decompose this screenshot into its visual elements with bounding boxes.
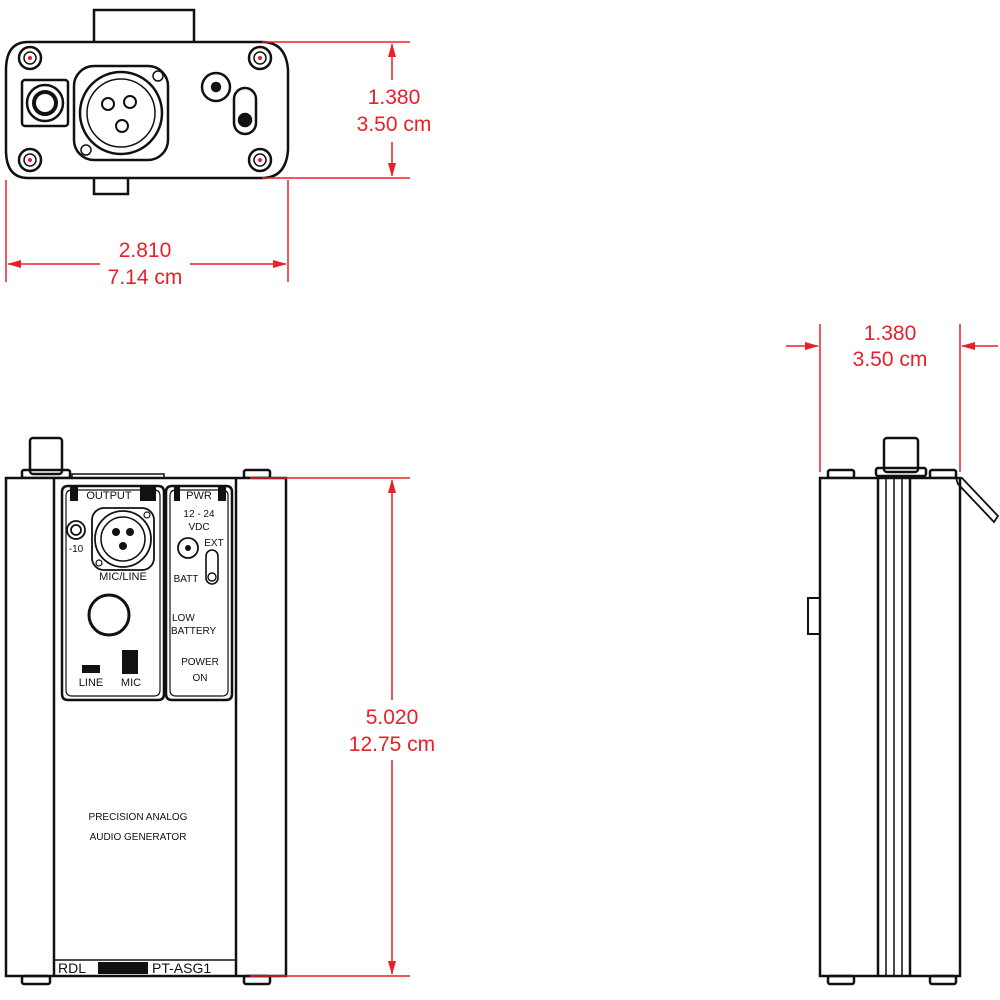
xlr-connector-icon	[72, 64, 170, 162]
screw-icon	[17, 147, 43, 173]
top-height-cm: 3.50 cm	[357, 113, 432, 136]
side-view	[807, 436, 1000, 986]
side-body	[818, 476, 962, 978]
power-label: POWER	[181, 657, 219, 668]
pwr-label: PWR	[186, 490, 212, 502]
low-label: LOW	[172, 613, 195, 624]
screw-icon	[17, 45, 43, 71]
front-body	[4, 476, 288, 978]
batt-label: BATT	[174, 574, 199, 585]
line-switch-icon	[82, 665, 100, 673]
voltage-label-2: VDC	[188, 522, 209, 533]
xlr-output-icon	[91, 507, 155, 571]
on-label: ON	[193, 673, 208, 684]
slide-switch-icon	[232, 86, 258, 136]
screw-icon	[247, 147, 273, 173]
minus10-jack-icon	[66, 520, 86, 540]
mic-switch-icon	[122, 650, 138, 674]
front-height-inch: 5.020	[366, 706, 419, 729]
minus10-label: -10	[69, 544, 84, 555]
output-panel-inner	[65, 489, 161, 697]
top-height-inch: 1.380	[368, 86, 421, 109]
dc-jack-icon	[200, 71, 232, 103]
top-width-cm: 7.14 cm	[108, 266, 183, 289]
batt-switch-icon	[205, 549, 219, 585]
mic-label: MIC	[121, 677, 141, 689]
side-depth-cm: 3.50 cm	[853, 348, 928, 371]
title-line-2: AUDIO GENERATOR	[90, 832, 187, 843]
output-panel	[60, 484, 166, 702]
voltage-label-1: 12 - 24	[183, 509, 215, 520]
top-width-inch: 2.810	[119, 239, 172, 262]
pwr-panel	[164, 484, 234, 702]
mic-line-label: MIC/LINE	[99, 571, 147, 583]
side-depth-inch: 1.380	[864, 322, 917, 345]
top-view	[4, 8, 290, 196]
brand-bar	[98, 962, 148, 974]
front-height-cm: 12.75 cm	[349, 733, 435, 756]
model-label: PT-ASG1	[152, 960, 211, 976]
top-dimension-lines	[5, 41, 410, 282]
top-connector	[28, 436, 64, 476]
tone-button	[87, 593, 131, 637]
screw-icon	[247, 45, 273, 71]
ext-label: EXT	[204, 538, 223, 549]
side-dimension-lines	[786, 324, 998, 472]
brand-label: RDL	[58, 960, 86, 976]
line-label: LINE	[79, 677, 103, 689]
title-line-1: PRECISION ANALOG	[89, 812, 188, 823]
pwr-panel-inner	[169, 489, 229, 697]
output-label: OUTPUT	[86, 490, 132, 502]
dc-input-icon	[177, 537, 199, 559]
battery-label: BATTERY	[171, 626, 217, 637]
front-dimension-lines	[250, 477, 410, 977]
front-view	[4, 436, 288, 986]
top-body	[4, 40, 290, 180]
belt-clip	[954, 477, 1000, 524]
rca-jack-icon	[20, 78, 70, 128]
